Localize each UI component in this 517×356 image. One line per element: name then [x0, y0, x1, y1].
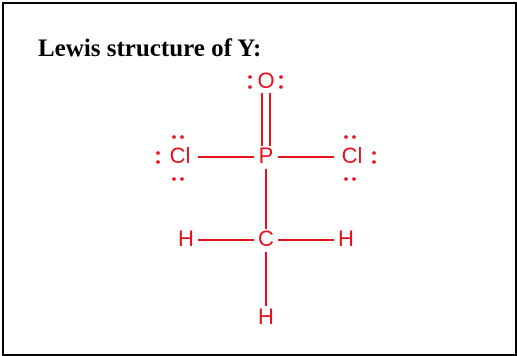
atom-hydrogen-bottom: H	[258, 304, 274, 329]
atom-hydrogen-left: H	[178, 226, 194, 251]
atom-labels: O P Cl Cl C H H H	[170, 68, 363, 329]
lone-pair-dot-oxygen-1-2	[248, 85, 252, 89]
lone-pair-dot-chlorine_right-3-1	[344, 177, 348, 181]
atom-phosphorus: P	[259, 143, 274, 168]
lone-pair-dots	[156, 75, 376, 181]
atom-chlorine-right: Cl	[342, 143, 363, 168]
lone-pair-dot-chlorine_right-1-1	[344, 135, 348, 139]
bond-lines	[198, 93, 334, 306]
atom-hydrogen-right: H	[338, 226, 354, 251]
lone-pair-dot-chlorine_right-2-2	[372, 160, 376, 164]
lone-pair-dot-oxygen-2-2	[279, 85, 283, 89]
atom-chlorine-left: Cl	[170, 143, 191, 168]
atom-oxygen: O	[257, 68, 274, 93]
lone-pair-dot-chlorine_left-2-1	[156, 151, 160, 155]
atom-carbon: C	[258, 226, 274, 251]
lone-pair-dot-chlorine_left-2-2	[156, 160, 160, 164]
lone-pair-dot-chlorine_right-3-2	[352, 177, 356, 181]
lone-pair-dot-chlorine_left-3-1	[172, 177, 176, 181]
lone-pair-dot-chlorine_left-1-1	[172, 135, 176, 139]
lone-pair-dot-chlorine_left-3-2	[180, 177, 184, 181]
diagram-title: Lewis structure of Y:	[38, 35, 262, 62]
lone-pair-dot-oxygen-2-1	[279, 75, 283, 79]
lone-pair-dot-chlorine_left-1-2	[180, 135, 184, 139]
lone-pair-dot-oxygen-1-1	[248, 75, 252, 79]
lone-pair-dot-chlorine_right-2-1	[372, 151, 376, 155]
lone-pair-dot-chlorine_right-1-2	[352, 135, 356, 139]
